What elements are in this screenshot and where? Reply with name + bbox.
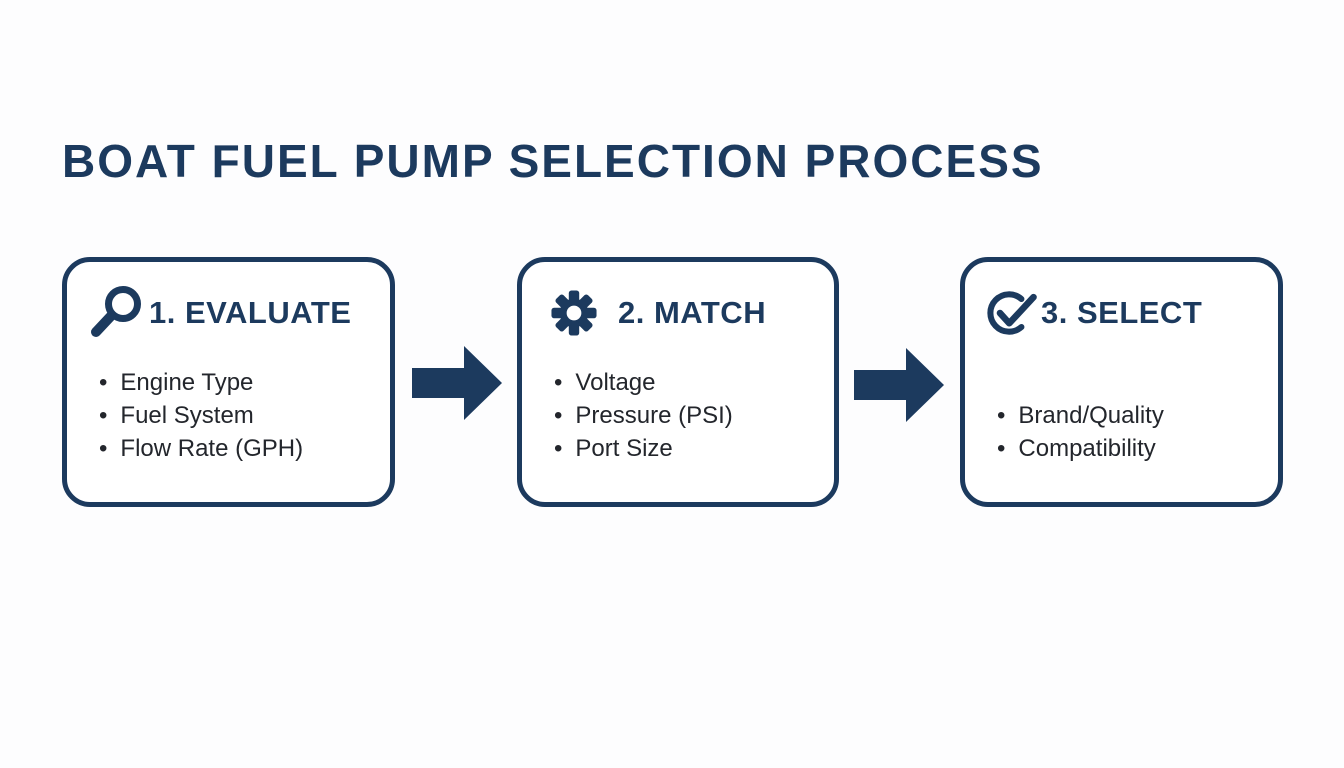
list-item: Brand/Quality (997, 399, 1163, 432)
step-header: 1. EVALUATE (87, 282, 351, 344)
list-item: Flow Rate (GPH) (99, 432, 303, 465)
step-card-evaluate: 1. EVALUATE Engine Type Fuel System Flow… (62, 257, 395, 507)
step-heading: 1. EVALUATE (149, 295, 352, 330)
magnifier-icon (91, 286, 141, 337)
gear-icon (551, 290, 597, 336)
step-heading: 3. SELECT (1041, 295, 1203, 330)
right-arrow-icon (412, 346, 502, 420)
step-card-match: 2. MATCH Voltage Pressure (PSI) Port Siz… (517, 257, 839, 507)
step-item-list: Engine Type Fuel System Flow Rate (GPH) (99, 366, 303, 465)
step-item-list: Brand/Quality Compatibility (997, 399, 1164, 465)
step-heading: 2. MATCH (618, 295, 767, 330)
list-item: Pressure (PSI) (554, 399, 732, 432)
step-header: 2. MATCH (542, 282, 766, 344)
step-card-select: 3. SELECT Brand/Quality Compatibility (960, 257, 1283, 507)
list-item: Fuel System (99, 399, 303, 432)
step-item-list: Voltage Pressure (PSI) Port Size (554, 366, 733, 465)
step-header: 3. SELECT (985, 282, 1202, 344)
list-item: Port Size (554, 432, 733, 465)
check-circle-icon (987, 291, 1037, 335)
list-item: Compatibility (997, 432, 1164, 465)
list-item: Engine Type (99, 366, 303, 399)
page-title: BOAT FUEL PUMP SELECTION PROCESS (62, 135, 1044, 187)
right-arrow-icon (854, 348, 944, 422)
list-item: Voltage (554, 366, 733, 399)
